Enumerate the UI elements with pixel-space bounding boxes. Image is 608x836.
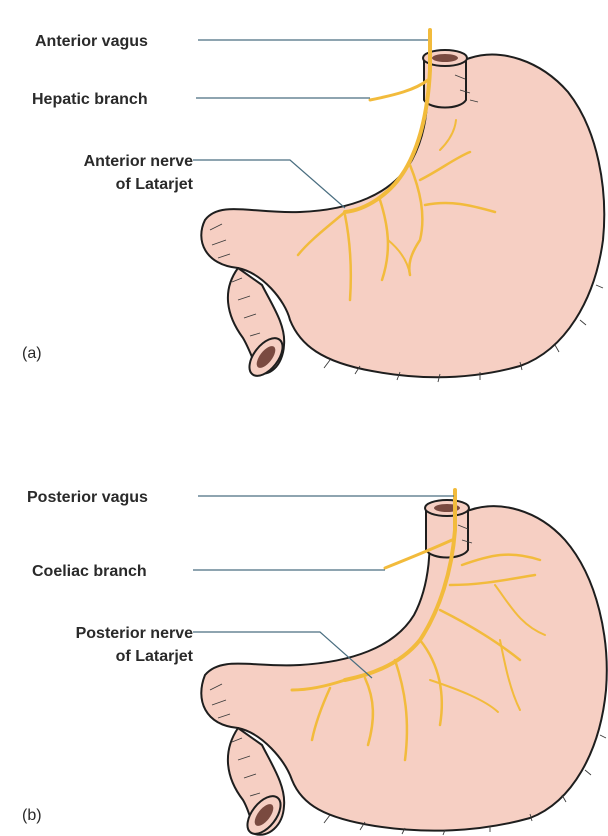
panel-label-a: (a) xyxy=(22,345,42,362)
stomach-b xyxy=(201,500,606,836)
label-latarjet-b-line1: Posterior nerve xyxy=(76,625,193,642)
hepatic-branch-nerve-a xyxy=(370,80,428,100)
label-latarjet-b-line2: of Latarjet xyxy=(116,648,194,665)
label-latarjet-a-line1: Anterior nerve xyxy=(84,153,193,170)
panel-a: Anterior vagus Hepatic branch Anterior n… xyxy=(22,30,604,382)
stomach-a xyxy=(201,50,604,382)
leader-latarjet-a xyxy=(193,160,345,208)
panel-b: Posterior vagus Coeliac branch Posterior… xyxy=(22,489,607,836)
label-vagus-a: Anterior vagus xyxy=(35,33,148,50)
label-vagus-b: Posterior vagus xyxy=(27,489,148,506)
label-branch-b: Coeliac branch xyxy=(32,563,147,580)
panel-label-b: (b) xyxy=(22,807,42,824)
label-branch-a: Hepatic branch xyxy=(32,91,148,108)
label-latarjet-a-line2: of Latarjet xyxy=(116,176,194,193)
